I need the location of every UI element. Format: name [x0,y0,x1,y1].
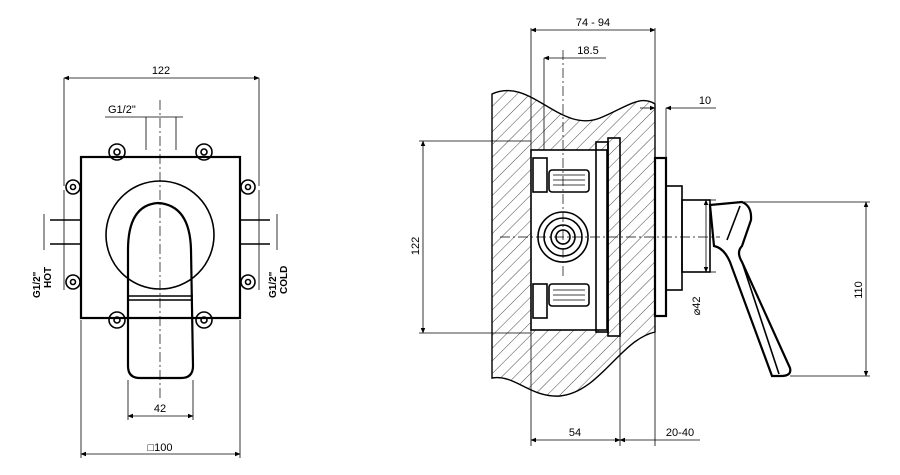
cold-size: G1/2" [268,271,279,298]
dim-lever-height: 110 [853,281,865,299]
dim-overall-width: 122 [152,65,170,77]
dim-handle-width: 42 [154,403,166,415]
cover-plate [79,155,242,320]
dim-offset: 18.5 [577,45,598,57]
dim-depth-range: 74 - 94 [576,17,610,29]
cold-label: COLD [279,266,290,294]
dim-body: 54 [569,427,581,439]
dim-plate-thickness: 10 [699,95,711,107]
lever-profile [708,200,792,378]
handle [126,201,195,380]
hot-label: HOT [43,267,54,288]
dim-plate: □100 [148,442,173,454]
dim-wall-range: 20-40 [666,427,694,439]
dim-inlet: G1/2" [108,104,136,116]
dim-diameter: ⌀42 [691,297,703,316]
side-view: 74 - 94 18.5 10 122 ⌀42 110 54 20-4 [410,17,870,446]
hot-size: G1/2" [32,271,43,298]
dim-height: 122 [410,237,422,255]
screw-lugs [65,143,256,329]
front-view: 122 G1/2" G1/2" HOT G1/2" COLD 42 □100 [32,65,290,458]
